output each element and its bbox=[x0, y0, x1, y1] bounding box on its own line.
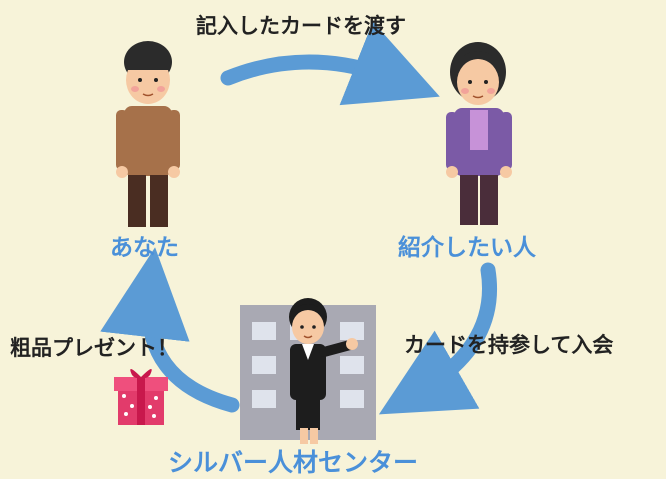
man-figure bbox=[116, 41, 180, 227]
gift-box-icon bbox=[114, 368, 168, 425]
arrow-icon bbox=[378, 262, 497, 415]
arrow-icon bbox=[100, 247, 240, 413]
center-label: シルバー人材センター bbox=[168, 448, 419, 477]
gift-label: 粗品プレゼント！ bbox=[10, 336, 178, 360]
arrow-icon bbox=[220, 21, 440, 106]
referral-person-label: 紹介したい人 bbox=[398, 235, 536, 261]
bring-card-label: カードを持参して入会 bbox=[404, 333, 614, 357]
staff-woman-figure bbox=[289, 298, 358, 444]
hand-card-label: 記入したカードを渡す bbox=[196, 14, 406, 38]
you-label: あなた bbox=[110, 235, 179, 261]
woman-figure bbox=[446, 42, 512, 225]
